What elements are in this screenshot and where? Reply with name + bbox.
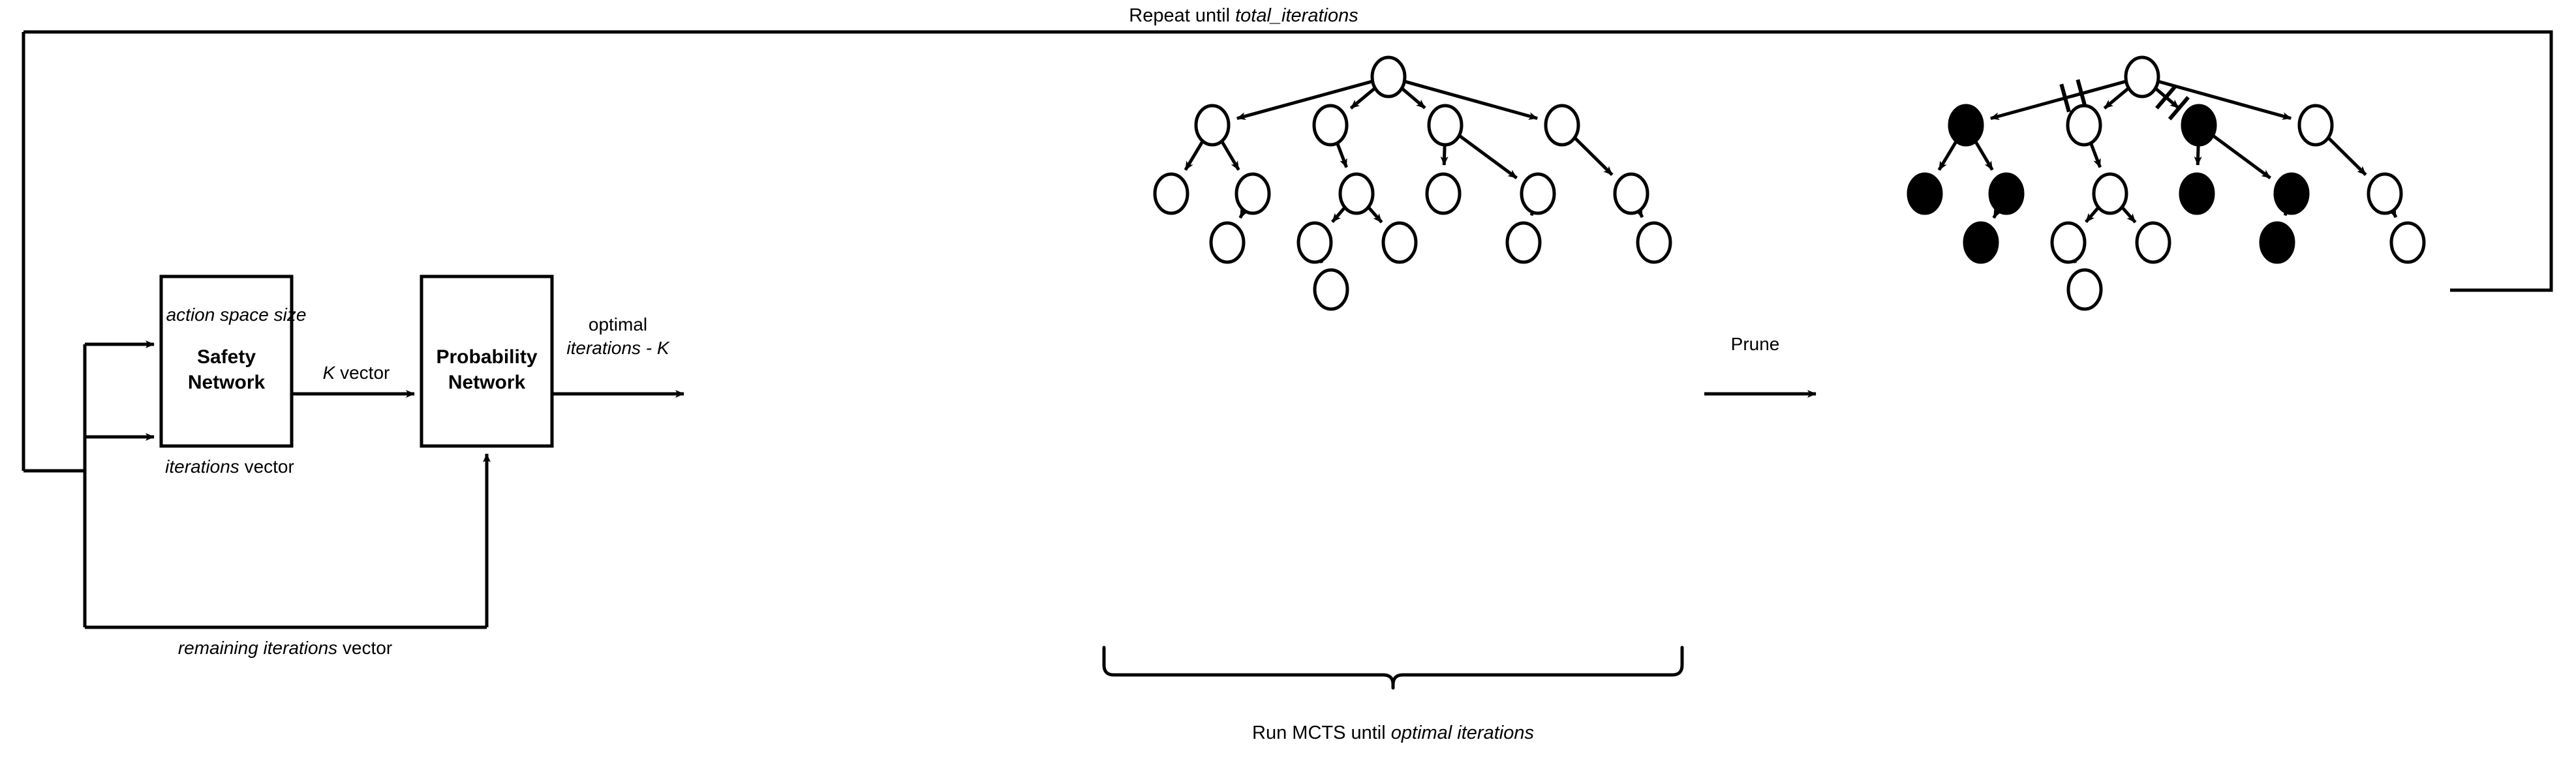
tree-node-open[interactable] — [1544, 104, 1580, 147]
tree-node-open[interactable] — [1381, 221, 1418, 264]
tree-node-pruned[interactable] — [1948, 104, 1984, 147]
tree-edge — [1573, 136, 1614, 176]
tree-edge — [1403, 80, 1539, 120]
tree-node-open[interactable] — [2297, 104, 2334, 147]
label-k-vector: K vector — [323, 363, 390, 383]
probability-network-line2: Network — [448, 372, 526, 393]
tree-edge — [1236, 80, 1373, 121]
tree-edge — [2157, 80, 2292, 120]
outer-loop-title: Repeat until total_iterations — [1129, 5, 1358, 27]
bottom-caption-italic: optimal iterations — [1390, 722, 1534, 743]
tree-node-open[interactable] — [2389, 221, 2426, 264]
tree-node-open[interactable] — [2367, 172, 2403, 215]
outer-repeat-loop — [22, 30, 2553, 473]
probability-network-box[interactable] — [420, 275, 554, 448]
tree-edge — [2103, 87, 2130, 110]
tree-edge — [2121, 205, 2137, 224]
tree-edge — [1331, 206, 1347, 224]
tree-node-open[interactable] — [1370, 55, 1407, 98]
tree-edge — [1184, 140, 1204, 171]
label-iterations-vector-italic: iterations — [165, 456, 239, 477]
bottom-caption: Run MCTS until optimal iterations — [1252, 722, 1534, 744]
label-prune: Prune — [1730, 334, 1780, 354]
label-k-vector-plain: vector — [335, 363, 390, 383]
prune-mark-icon — [2155, 85, 2190, 121]
tree-edge — [1349, 87, 1377, 110]
safety-network-label: Safety Network — [188, 344, 265, 395]
tree-node-pruned[interactable] — [2259, 221, 2295, 264]
tree-edge — [1937, 140, 1958, 171]
safety-network-line2: Network — [187, 372, 266, 393]
tree-edge — [1974, 140, 1994, 171]
tree-node-open[interactable] — [2124, 55, 2160, 98]
tree-node-open[interactable] — [2066, 268, 2103, 311]
label-iterations-vector-plain: vector — [239, 456, 294, 477]
prune-mark-icon — [2059, 79, 2087, 113]
mcts-brace — [1102, 646, 1684, 690]
probability-network-label: Probability Network — [436, 344, 537, 395]
tree-node-open[interactable] — [1505, 221, 1542, 264]
tree-node-open[interactable] — [1338, 172, 1375, 215]
tree-node-open[interactable] — [2092, 172, 2128, 215]
tree-edge — [2089, 142, 2102, 168]
tree-edge — [1367, 205, 1383, 224]
remaining-iterations-loop — [85, 453, 491, 629]
tree-node-pruned[interactable] — [1988, 172, 2025, 215]
tree-node-pruned[interactable] — [2273, 172, 2310, 215]
tree-edge — [1336, 142, 1348, 168]
tree-edge — [1220, 140, 1240, 171]
bottom-caption-plain: Run MCTS until — [1252, 722, 1391, 743]
label-remaining-iterations-vector: remaining iterations vector — [178, 638, 392, 659]
tree-edge — [1400, 87, 1426, 110]
tree-node-open[interactable] — [1613, 172, 1649, 215]
label-optimal-line1: optimal — [588, 314, 648, 335]
outer-loop-title-plain: Repeat until — [1129, 5, 1236, 26]
tree-node-open[interactable] — [1312, 104, 1349, 147]
tree-node-open[interactable] — [1636, 221, 1672, 264]
label-remaining-iterations-plain: vector — [337, 638, 393, 658]
tree-node-open[interactable] — [1153, 172, 1189, 215]
tree-node-open[interactable] — [1296, 221, 1333, 264]
tree-node-open[interactable] — [2135, 221, 2171, 264]
tree-node-open[interactable] — [1209, 221, 1246, 264]
tree-node-open[interactable] — [1313, 268, 1349, 311]
tree-node-pruned[interactable] — [2179, 172, 2215, 215]
label-optimal-iterations: optimal iterations - K — [566, 313, 669, 360]
tree-node-open[interactable] — [2050, 221, 2087, 264]
label-iterations-vector: iterations vector — [165, 456, 294, 477]
label-action-space-size: action space size — [166, 305, 307, 325]
pruned-tree — [1907, 55, 2426, 311]
tree-edge — [1458, 134, 1518, 179]
probability-network-line1: Probability — [436, 346, 538, 368]
tree-edge — [1989, 80, 2127, 121]
safety-network-line1: Safety — [196, 346, 256, 368]
tree-node-open[interactable] — [1520, 172, 1556, 215]
mcts-tree — [1153, 55, 1672, 311]
tree-node-pruned[interactable] — [2181, 104, 2217, 147]
tree-edge — [1440, 144, 1449, 166]
tree-node-open[interactable] — [1194, 104, 1231, 147]
tree-node-pruned[interactable] — [1907, 172, 1943, 215]
safety-network-box[interactable] — [159, 275, 294, 448]
tree-node-open[interactable] — [2066, 104, 2102, 147]
label-optimal-line2: iterations - K — [566, 337, 669, 358]
tree-edge — [2085, 206, 2100, 224]
tree-node-open[interactable] — [1427, 104, 1464, 147]
tree-node-open[interactable] — [1234, 172, 1271, 215]
tree-edge — [2327, 136, 2367, 176]
label-remaining-iterations-italic: remaining iterations — [177, 638, 338, 658]
tree-node-pruned[interactable] — [1963, 221, 1999, 264]
outer-loop-title-italic: total_iterations — [1235, 5, 1358, 26]
label-k-vector-italic: K — [322, 363, 335, 383]
tree-edge — [2211, 134, 2271, 179]
tree-node-open[interactable] — [1425, 172, 1462, 215]
